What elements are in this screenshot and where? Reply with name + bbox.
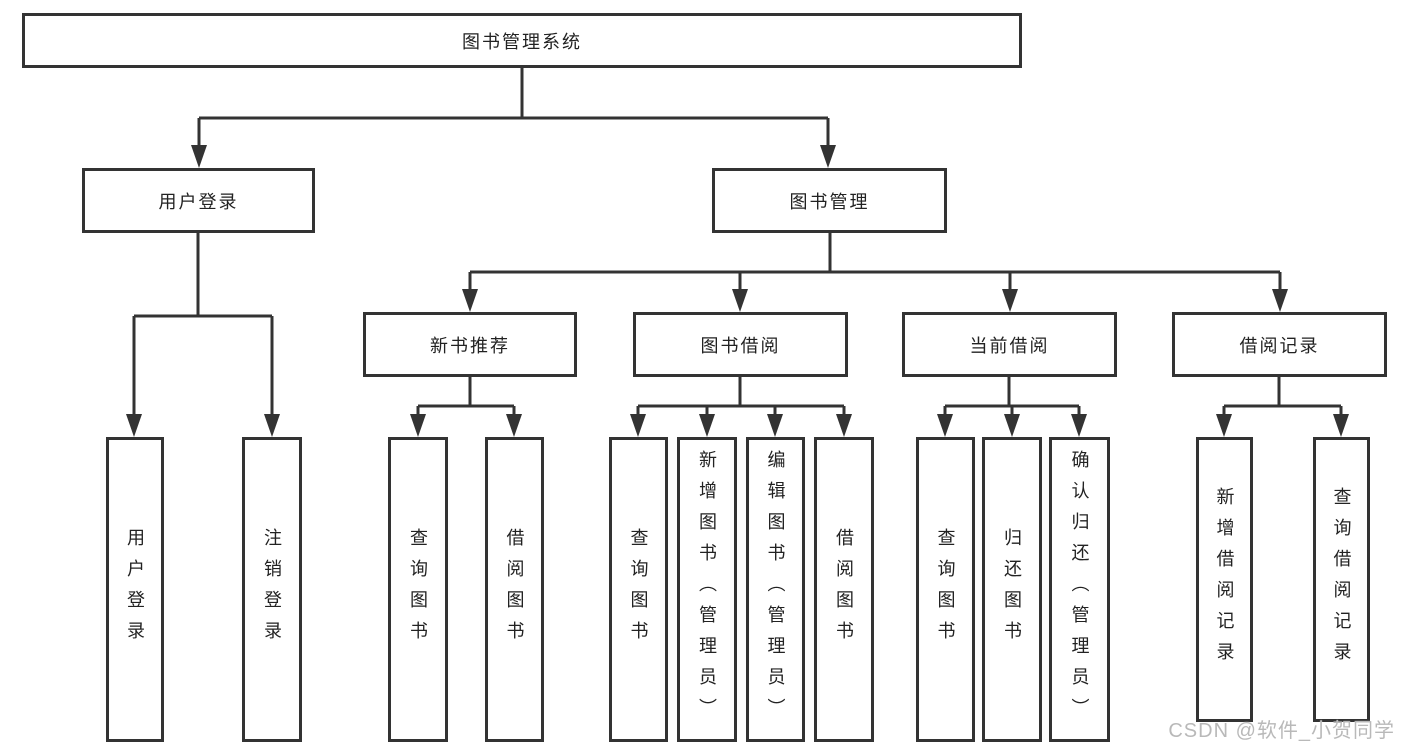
node-root: 图书管理系统 [22, 13, 1022, 68]
node-user-login: 用户登录 [82, 168, 315, 233]
leaf-confirm-return-admin-label: 确认归还（管理员） [1069, 450, 1090, 729]
leaf-query-books-borrow-label: 查询图书 [628, 527, 649, 652]
leaf-logout: 注销登录 [242, 437, 302, 742]
leaf-query-books-current-label: 查询图书 [935, 527, 956, 652]
csdn-watermark: CSDN @软件_小贺同学 [1168, 720, 1395, 742]
leaf-edit-books-admin: 编辑图书（管理员） [746, 437, 805, 742]
leaf-user-login: 用户登录 [106, 437, 164, 742]
leaf-add-books-admin: 新增图书（管理员） [677, 437, 737, 742]
node-current-borrowing-label: 当前借阅 [969, 335, 1050, 356]
leaf-add-books-admin-label: 新增图书（管理员） [697, 450, 717, 729]
node-new-book-recommend-label: 新书推荐 [430, 335, 510, 356]
node-book-management-label: 图书管理 [789, 191, 870, 212]
leaf-logout-label: 注销登录 [262, 527, 282, 652]
leaf-borrow-books-label: 借阅图书 [834, 527, 854, 652]
leaf-return-books: 归还图书 [982, 437, 1042, 742]
leaf-user-login-label: 用户登录 [125, 527, 145, 652]
leaf-borrow-books-recommend-label: 借阅图书 [504, 527, 525, 652]
node-book-management: 图书管理 [712, 168, 947, 233]
node-borrowing-records-label: 借阅记录 [1239, 335, 1320, 356]
node-user-login-label: 用户登录 [158, 191, 239, 212]
arrowhead-icons [126, 145, 1349, 437]
leaf-query-borrow-record: 查询借阅记录 [1313, 437, 1370, 722]
node-current-borrowing: 当前借阅 [902, 312, 1117, 377]
node-borrowing-records: 借阅记录 [1172, 312, 1387, 377]
leaf-query-books-current: 查询图书 [916, 437, 975, 742]
leaf-query-books-borrow: 查询图书 [609, 437, 668, 742]
node-new-book-recommend: 新书推荐 [363, 312, 577, 377]
node-book-borrowing-label: 图书借阅 [700, 335, 781, 356]
leaf-add-borrow-record-label: 新增借阅记录 [1214, 486, 1235, 673]
leaf-query-borrow-record-label: 查询借阅记录 [1331, 486, 1352, 673]
leaf-query-books-recommend-label: 查询图书 [408, 527, 428, 652]
leaf-edit-books-admin-label: 编辑图书（管理员） [765, 450, 786, 729]
leaf-query-books-recommend: 查询图书 [388, 437, 448, 742]
leaf-borrow-books-recommend: 借阅图书 [485, 437, 544, 742]
node-root-label: 图书管理系统 [462, 31, 582, 52]
leaf-return-books-label: 归还图书 [1002, 527, 1022, 652]
leaf-borrow-books: 借阅图书 [814, 437, 874, 742]
node-book-borrowing: 图书借阅 [633, 312, 848, 377]
leaf-confirm-return-admin: 确认归还（管理员） [1049, 437, 1110, 742]
leaf-add-borrow-record: 新增借阅记录 [1196, 437, 1253, 722]
